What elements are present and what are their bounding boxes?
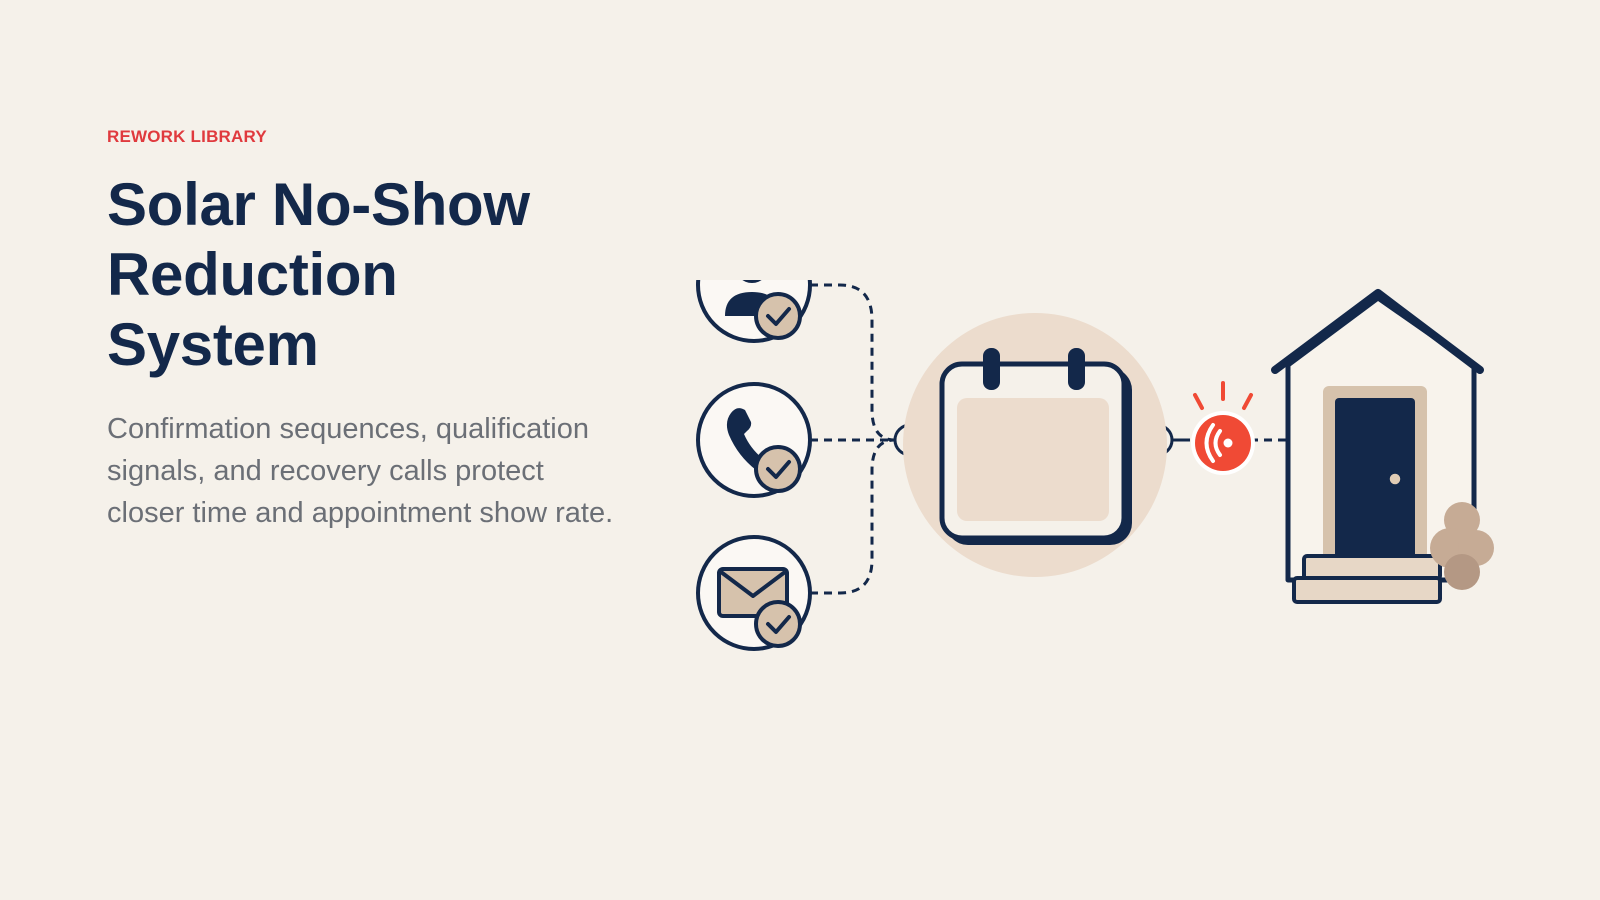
- phone-check-icon: [696, 382, 812, 498]
- envelope-check-icon: [696, 535, 812, 651]
- hero-text: REWORK LIBRARY Solar No-Show Reduction S…: [107, 126, 647, 534]
- workflow-diagram: [696, 280, 1494, 651]
- calendar-icon: [903, 313, 1167, 577]
- page-title: Solar No-Show Reduction System: [107, 171, 530, 378]
- workflow-illustration: [690, 280, 1540, 660]
- person-check-icon: [696, 280, 812, 343]
- house-door-icon: [1271, 289, 1494, 604]
- page-subtitle: Confirmation sequences, qualification si…: [107, 413, 614, 529]
- connector-person: [810, 283, 896, 442]
- eyebrow-label: REWORK LIBRARY: [107, 127, 267, 146]
- connector-email: [810, 438, 896, 595]
- connector-lines: [810, 283, 1290, 595]
- alert-signal-icon: [1191, 381, 1255, 475]
